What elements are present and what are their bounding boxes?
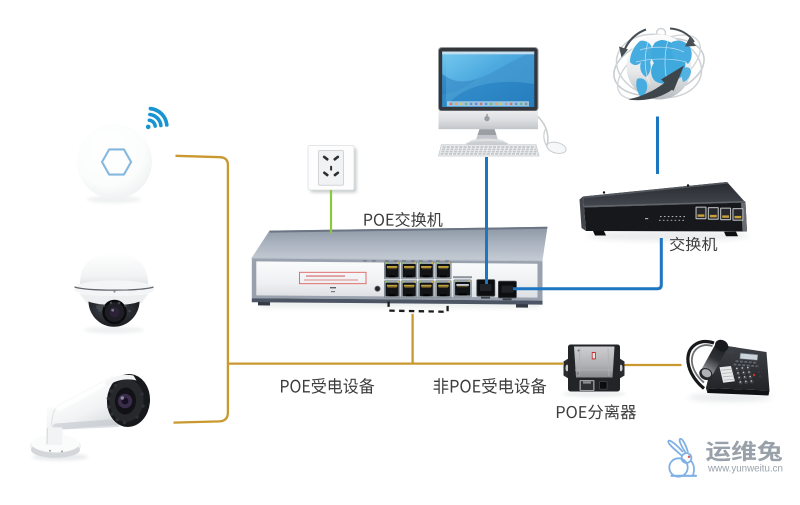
svg-text:www.yunweitu.cn: www.yunweitu.cn — [707, 463, 783, 475]
